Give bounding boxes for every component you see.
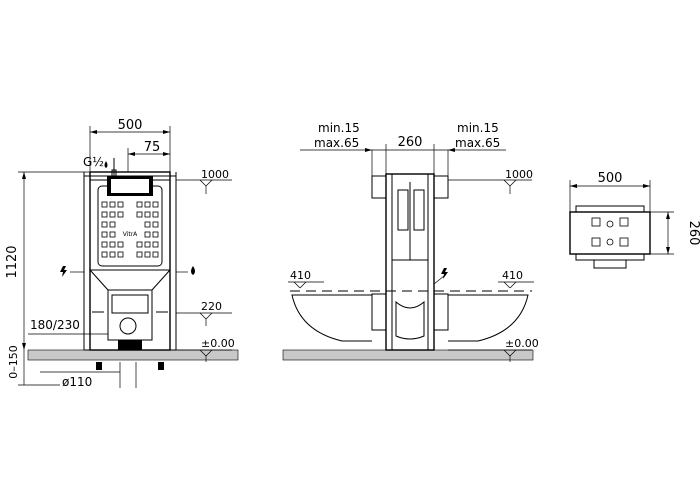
dim-side-depth: 260 xyxy=(385,135,435,174)
electric-bolt-icon xyxy=(60,266,67,277)
level-side-left-label: 410 xyxy=(290,269,311,282)
dim-side-right: min.15 max.65 xyxy=(434,121,506,176)
dim-front-offset-label: 75 xyxy=(144,140,161,155)
dim-front-width-label: 500 xyxy=(118,118,143,133)
level-side-right: 410 xyxy=(498,269,534,289)
dim-front-drain: ø110 xyxy=(40,362,137,389)
dim-front-drain-label: ø110 xyxy=(62,375,92,389)
dim-top-depth-label: 260 xyxy=(686,221,700,246)
dim-front-side-label: 180/230 xyxy=(30,318,80,332)
water-drop-icon xyxy=(191,266,195,275)
max-left-label: max.65 xyxy=(314,136,359,150)
top-view: 500 260 xyxy=(569,171,700,269)
floor-front xyxy=(27,349,239,361)
level-side-right-label: 410 xyxy=(502,269,523,282)
hole-pattern xyxy=(101,201,159,258)
pipe-size-label: G½ xyxy=(83,155,104,169)
level-side-left: 410 xyxy=(288,269,324,289)
dim-front-width: 500 xyxy=(89,118,171,172)
dim-side-depth-label: 260 xyxy=(398,135,423,150)
level-side-top-label: 1000 xyxy=(505,168,533,181)
water-drop-icon xyxy=(104,161,108,168)
side-view: min.15 max.65 260 min.15 max.65 1000 xyxy=(282,121,539,362)
dim-front-bottom-label: 0–150 xyxy=(7,345,20,379)
dim-side-left: min.15 max.65 xyxy=(300,121,386,176)
level-side-floor: ±0.00 xyxy=(448,337,539,362)
side-frame xyxy=(371,173,449,351)
min-left-label: min.15 xyxy=(318,121,360,135)
dim-front-height: 1120 xyxy=(5,171,90,350)
dim-front-height-label: 1120 xyxy=(5,245,20,278)
max-right-label: max.65 xyxy=(455,136,500,150)
dim-front-offset: 75 xyxy=(127,140,170,172)
dim-front-bottom: 0–150 xyxy=(7,345,60,386)
dim-top-width-label: 500 xyxy=(598,171,623,186)
level-front-floor: ±0.00 xyxy=(176,337,235,362)
toilet-bowl-right xyxy=(448,294,529,342)
level-side-floor-label: ±0.00 xyxy=(505,337,539,350)
dim-top-depth: 260 xyxy=(650,211,700,255)
level-front-floor-label: ±0.00 xyxy=(201,337,235,350)
dim-front-side: 180/230 xyxy=(28,318,108,335)
level-front-top-label: 1000 xyxy=(201,168,229,181)
top-frame xyxy=(569,205,651,269)
level-front-mid-label: 220 xyxy=(201,300,222,313)
toilet-bowl-left xyxy=(291,294,372,342)
level-front-top: 1000 xyxy=(176,168,232,194)
floor-side xyxy=(282,349,534,361)
level-side-top: 1000 xyxy=(448,168,533,194)
front-frame xyxy=(83,171,177,370)
level-front-mid: 220 xyxy=(176,300,232,326)
min-right-label: min.15 xyxy=(457,121,499,135)
front-view: VitrA 500 75 G½ xyxy=(5,118,239,389)
brand-label: VitrA xyxy=(123,231,138,238)
dim-top-width: 500 xyxy=(569,171,651,212)
electric-bolt-icon xyxy=(441,268,448,279)
